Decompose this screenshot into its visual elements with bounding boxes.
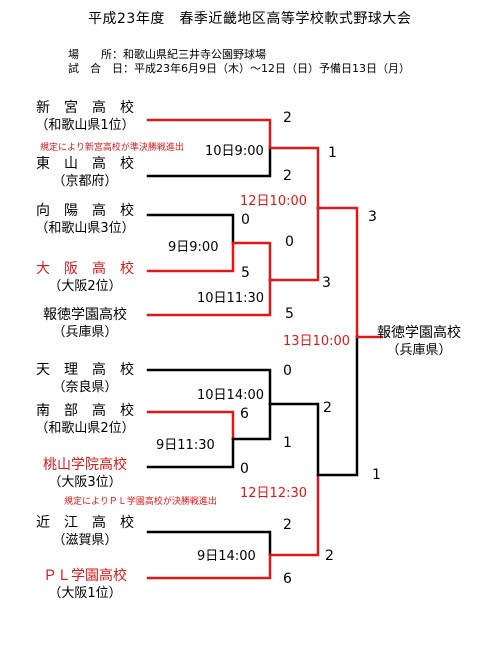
score-tenri: 0	[283, 363, 292, 379]
team-name: 東 山 高 校	[36, 156, 134, 172]
score-g2-winner: 0	[285, 234, 294, 250]
score-semi1-bottom: 3	[322, 275, 331, 291]
g6-bottom-line	[146, 553, 272, 580]
team-region: （奈良県）	[52, 380, 118, 395]
team-osaka: 大 阪 高 校 （大阪2位）	[10, 261, 160, 295]
score-shingu: 2	[283, 110, 292, 126]
time-g1: 10日9:00	[205, 144, 264, 159]
dates-row: 試 合 日：平成23年6月9日（木）～12日（日）予備日13日（月）	[68, 60, 410, 76]
team-region: （大阪2位）	[48, 279, 122, 294]
score-hotoku: 5	[285, 306, 294, 322]
time-g2: 9日9:00	[168, 240, 219, 255]
semi2-line	[316, 335, 359, 477]
team-momoyama: 桃山学院高校 （大阪3位）	[10, 457, 160, 491]
team-region: （和歌山県2位）	[35, 421, 135, 436]
champion: 報徳学園高校 （兵庫県）	[349, 325, 489, 359]
time-semi2: 12日12:30	[240, 486, 308, 501]
g2-top-line	[146, 213, 235, 245]
g4-top-line	[146, 368, 272, 406]
note-pl: 規定によりＰＬ学園高校が決勝戦進出	[64, 497, 217, 507]
dates-label: 試 合 日：	[68, 62, 134, 75]
g6-advance-line	[268, 473, 320, 557]
page-title: 平成23年度 春季近畿地区高等学校軟式野球大会	[88, 11, 412, 27]
g5-advance-line	[231, 402, 272, 441]
g3-top-line	[231, 241, 272, 282]
g1-top-line	[146, 118, 272, 150]
team-name: 大 阪 高 校	[36, 261, 134, 277]
team-nanbu: 南 部 高 校 （和歌山県2位）	[10, 403, 160, 437]
team-tenri: 天 理 高 校 （奈良県）	[10, 362, 160, 396]
team-hotoku: 報徳学園高校 （兵庫県）	[10, 307, 160, 341]
time-semi1: 12日10:00	[240, 194, 308, 209]
score-omi: 2	[283, 517, 292, 533]
time-g4: 10日14:00	[197, 388, 265, 403]
g2-bottom-line	[146, 241, 235, 273]
time-g5: 9日11:30	[156, 438, 215, 453]
team-omi: 近 江 高 校 （滋賀県）	[10, 515, 160, 549]
dates-value: 平成23年6月9日（木）～12日（日）予備日13日（月）	[134, 62, 410, 75]
score-higashiyama: 2	[283, 168, 292, 184]
score-semi2-top: 2	[323, 400, 332, 416]
score-g5-winner: 1	[283, 435, 292, 451]
score-final-bottom: 1	[372, 467, 381, 483]
time-final: 13日10:00	[283, 334, 351, 349]
team-shingu: 新 宮 高 校 （和歌山県1位）	[10, 100, 160, 134]
team-region: （和歌山県3位）	[35, 221, 135, 236]
g4-advance-line	[268, 402, 320, 477]
team-name: 南 部 高 校	[36, 403, 134, 419]
team-name: 向 陽 高 校	[36, 203, 134, 219]
team-region: （大阪1位）	[48, 586, 122, 601]
venue-label: 場 所：	[68, 48, 123, 61]
score-koyo: 0	[241, 212, 250, 228]
score-final-top: 3	[368, 209, 377, 225]
champion-region: （兵庫県）	[386, 343, 452, 358]
score-semi1-top: 1	[328, 145, 337, 161]
team-name: ＰＬ学園高校	[43, 568, 127, 584]
g3-bottom-line	[146, 278, 272, 317]
time-g3: 10日11:30	[197, 291, 265, 306]
g1-bottom-line	[146, 146, 272, 178]
note-shingu: 規定により新宮高校が準決勝戦進出	[40, 143, 184, 153]
team-region: （滋賀県）	[52, 533, 118, 548]
score-momoyama: 0	[240, 461, 249, 477]
team-region: （京都府）	[52, 174, 118, 189]
champion-name: 報徳学園高校	[377, 325, 461, 341]
team-name: 天 理 高 校	[36, 362, 134, 378]
team-name: 報徳学園高校	[43, 307, 127, 323]
time-g6: 9日14:00	[197, 549, 256, 564]
g5-bottom-line	[146, 437, 235, 469]
score-pl: 6	[283, 571, 292, 587]
venue-value: 和歌山県紀三井寺公園野球場	[123, 48, 266, 61]
team-region: （兵庫県）	[52, 325, 118, 340]
g5-top-line	[146, 410, 235, 441]
team-higashiyama: 東 山 高 校 （京都府）	[10, 156, 160, 190]
g6-top-line	[146, 530, 272, 557]
team-name: 近 江 高 校	[36, 515, 134, 531]
venue-row: 場 所：和歌山県紀三井寺公園野球場	[68, 46, 266, 62]
team-koyo: 向 陽 高 校 （和歌山県3位）	[10, 203, 160, 237]
team-region: （和歌山県1位）	[35, 118, 135, 133]
g1-advance-line	[268, 146, 320, 210]
semi1-line	[316, 206, 359, 339]
score-osaka: 5	[241, 265, 250, 281]
team-pl: ＰＬ学園高校 （大阪1位）	[10, 568, 160, 602]
g3-advance-line	[268, 206, 320, 282]
team-name: 新 宮 高 校	[36, 100, 134, 116]
score-nanbu: 6	[240, 406, 249, 422]
team-region: （大阪3位）	[48, 475, 122, 490]
team-name: 桃山学院高校	[43, 457, 127, 473]
score-g6-winner: 2	[325, 548, 334, 564]
